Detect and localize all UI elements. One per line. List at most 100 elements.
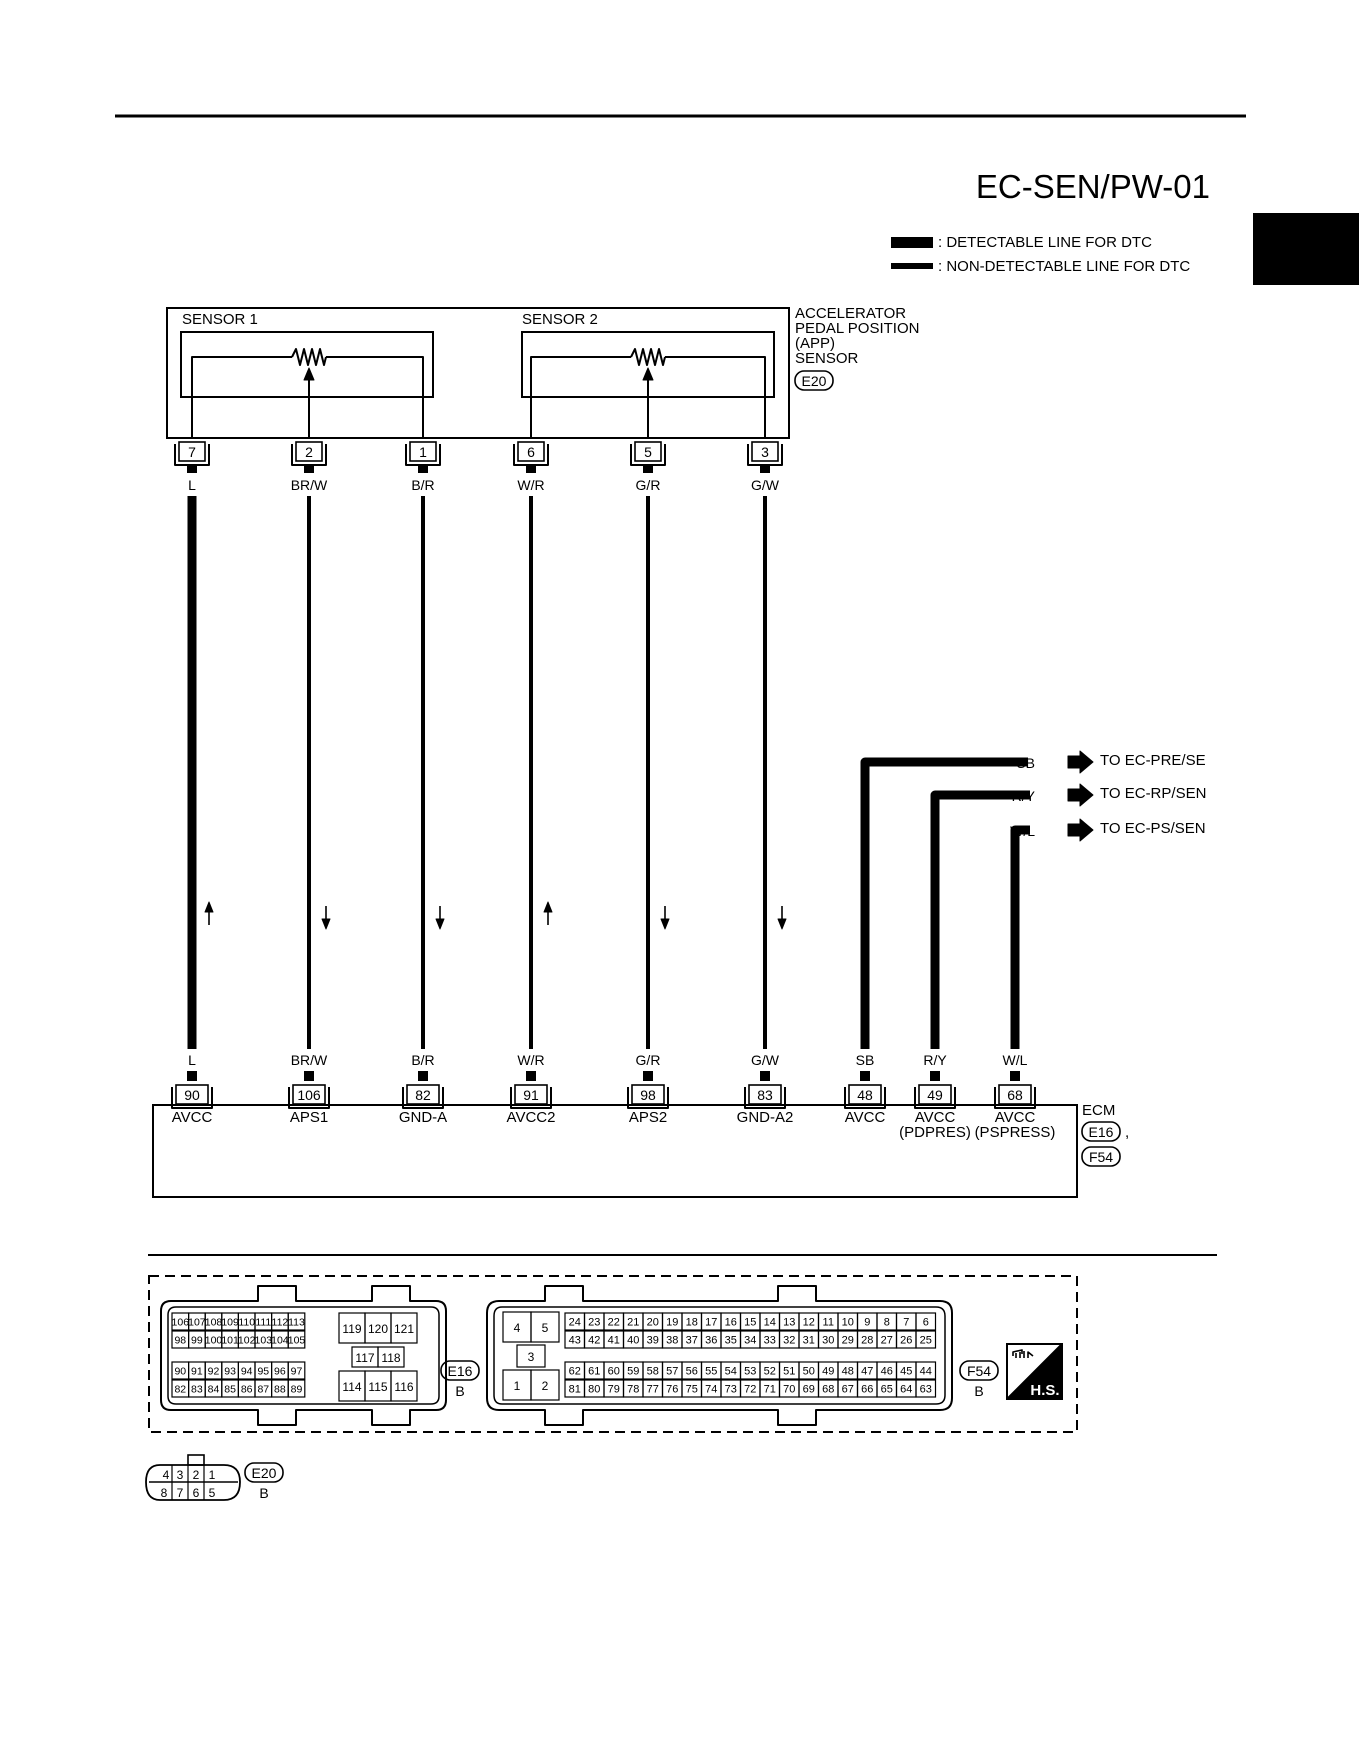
e20-housing: [145, 1464, 241, 1501]
e20-pin-number: 3: [177, 1468, 184, 1482]
e16-pin-number: 107: [188, 1317, 206, 1329]
wiper-arrow: [642, 367, 654, 381]
f54-pin-number: 32: [783, 1335, 795, 1347]
branch-color-bottom: R/Y: [923, 1052, 947, 1068]
hs-connector-icon: [1012, 1349, 1034, 1358]
e16-view-label: E16: [448, 1363, 473, 1379]
pot-trace: [326, 356, 424, 438]
ecm-box: [152, 1104, 1078, 1198]
app-sensor-box: [166, 307, 790, 439]
e20-pin-number: 6: [193, 1486, 200, 1500]
f54-pin-number: 1: [514, 1379, 521, 1393]
branch-destination: TO EC-RP/SEN: [1100, 785, 1206, 802]
f54-pin-number: 64: [900, 1384, 912, 1396]
f54-pin-number: 20: [647, 1317, 659, 1329]
branch-wire: [1010, 825, 1030, 1049]
e16-pin-number: 101: [221, 1335, 239, 1347]
e16-pin-number: 93: [224, 1366, 236, 1378]
f54-pin-number: 44: [920, 1366, 932, 1378]
connector-view-frame: [148, 1275, 1078, 1433]
e16-pin-number: 86: [241, 1384, 253, 1396]
e16-pin-number: 115: [368, 1380, 387, 1394]
f54-pin-number: 55: [705, 1366, 717, 1378]
branch-arrow: [1067, 750, 1094, 774]
f54-pin-number: 14: [764, 1317, 776, 1329]
f54-pin-number: 72: [744, 1384, 756, 1396]
f54-pin-number: 81: [569, 1384, 581, 1396]
f54-pin-number: 2: [542, 1379, 549, 1393]
f54-pin-number: 62: [569, 1366, 581, 1378]
e16-pin-number: 121: [394, 1322, 414, 1336]
wire-stub: [643, 1071, 653, 1081]
pin-number: 1: [419, 444, 427, 460]
f54-pin-number: 15: [744, 1317, 756, 1329]
wire-stub: [760, 1071, 770, 1081]
e20-key: [187, 1454, 205, 1466]
e16-pin: [287, 1361, 306, 1380]
f54-view-label: F54: [967, 1363, 991, 1379]
e16-pin-number: 82: [174, 1384, 186, 1396]
e16-pin-number: 84: [208, 1384, 220, 1396]
f54-pin-number: 67: [842, 1384, 854, 1396]
pin-number: 82: [415, 1087, 431, 1103]
e16-pin-number: 97: [291, 1366, 303, 1378]
e16-pin-number: 83: [191, 1384, 203, 1396]
f54-tag: [1081, 1146, 1121, 1167]
wire-stub: [930, 1071, 940, 1081]
f54-pin-number: 36: [705, 1335, 717, 1347]
signal-arrow-head: [660, 918, 670, 930]
pin-bracket: [994, 1087, 1036, 1109]
e16-pin-number: 95: [257, 1366, 269, 1378]
e16-pin-number: 120: [368, 1322, 388, 1336]
pin-number: 3: [761, 444, 769, 460]
pin-number: 98: [640, 1087, 656, 1103]
f54-pin-number: 42: [588, 1335, 600, 1347]
f54-pin: [915, 1330, 937, 1349]
f54-pin-number: 34: [744, 1335, 756, 1347]
e16-pin-number: 98: [174, 1335, 186, 1347]
signal-arrow-head: [543, 901, 553, 913]
wire-stub: [526, 1071, 536, 1081]
f54-pin-number: 74: [705, 1384, 717, 1396]
f54-pin-number: 65: [881, 1384, 893, 1396]
e16-pin-number: 116: [394, 1380, 413, 1394]
signal-arrow-head: [435, 918, 445, 930]
e16-pin-number: 108: [205, 1317, 223, 1329]
f54-pin-number: 13: [783, 1317, 795, 1329]
e16-pin: [287, 1379, 306, 1398]
f54-pin-number: 51: [783, 1366, 795, 1378]
f54-pin-number: 26: [900, 1335, 912, 1347]
e16-pin-number: 104: [271, 1335, 289, 1347]
wire-color-top: B/R: [411, 477, 434, 493]
e16-tag: [1081, 1121, 1121, 1142]
f54-view-tag: [959, 1360, 999, 1381]
f54-pin-number: 60: [608, 1366, 620, 1378]
e20-view-color: B: [259, 1485, 268, 1501]
f54-pin-number: 53: [744, 1366, 756, 1378]
f54-pin-number: 80: [588, 1384, 600, 1396]
ecm-pin-label: AVCC: [995, 1109, 1036, 1126]
wire-stub: [418, 1071, 428, 1081]
f54-pin-number: 8: [884, 1317, 890, 1329]
f54-pin-number: 77: [647, 1384, 659, 1396]
f54-pin-number: 7: [903, 1317, 909, 1329]
pin-bracket: [844, 1087, 886, 1109]
e20-pin-number: 7: [177, 1486, 184, 1500]
branch-color: R/Y: [1012, 788, 1036, 804]
branch-wire: [930, 790, 1030, 1049]
branch-arrow: [1067, 783, 1094, 807]
e16-pin-number: 118: [381, 1351, 400, 1365]
e16-pin: [390, 1370, 418, 1402]
branch-color-bottom: W/L: [1003, 1052, 1028, 1068]
f54-pin-number: 19: [666, 1317, 678, 1329]
e16-pin-number: 89: [291, 1384, 303, 1396]
f54-pin-number: 43: [569, 1335, 581, 1347]
e16-pin: [390, 1312, 418, 1344]
f54-pin-number: 41: [608, 1335, 620, 1347]
e16-pin-number: 99: [191, 1335, 203, 1347]
f54-pin-number: 11: [823, 1317, 834, 1329]
f54-pin-number: 33: [764, 1335, 776, 1347]
e16-pin-number: 117: [355, 1351, 374, 1365]
f54-view-color: B: [974, 1383, 983, 1399]
f54-pin-number: 9: [864, 1317, 870, 1329]
